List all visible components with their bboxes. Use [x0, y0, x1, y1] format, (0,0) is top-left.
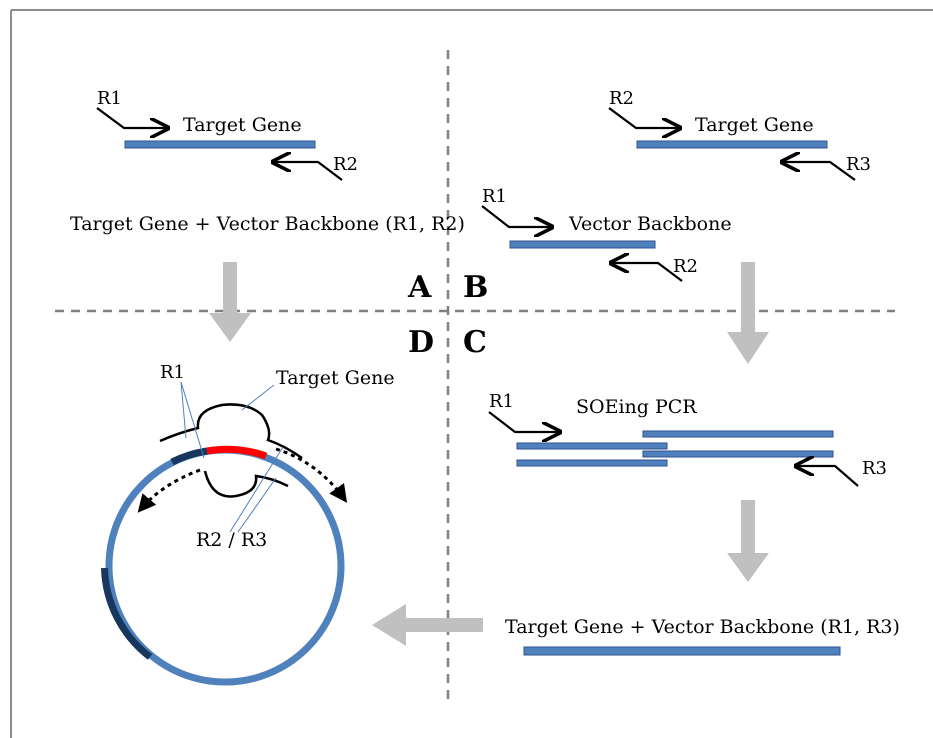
- panel-a-caption: Target Gene + Vector Backbone (R1, R2): [70, 213, 465, 235]
- forward-primer-arrow: [608, 107, 680, 128]
- target-gene-insert: [206, 445, 268, 460]
- primer-r3-label: R3: [846, 154, 871, 175]
- panel-a: R1 Target Gene R2 Target Gene + Vector B…: [70, 88, 465, 342]
- reverse-primer-arrow: [273, 162, 343, 181]
- leader-line: [241, 384, 275, 411]
- reverse-primer-arrow: [782, 162, 856, 181]
- reverse-primer-arrow: [796, 466, 859, 487]
- lower-primer-bulge: [203, 470, 289, 498]
- overlap-strand-4: [516, 459, 668, 467]
- primer-r1-label: R1: [160, 362, 185, 383]
- target-gene-strand: [636, 140, 828, 149]
- target-gene-strand: [124, 140, 316, 149]
- panel-d: R1 Target Gene R2 / R3: [101, 362, 395, 686]
- vector-backbone-strand: [509, 240, 656, 249]
- overlap-strand-1: [642, 430, 834, 438]
- quadrant-label-c: C: [463, 325, 487, 360]
- leader-line: [229, 446, 284, 533]
- forward-primer-arrow: [488, 411, 560, 432]
- panel-c: R1 SOEing PCR R3 Target Gene + Vector Ba…: [372, 391, 900, 656]
- soeing-pcr-label: SOEing PCR: [576, 396, 697, 418]
- vector-backbone-label: Vector Backbone: [568, 213, 732, 235]
- quadrant-label-a: A: [407, 270, 432, 305]
- primer-r2-label: R2: [673, 256, 698, 277]
- primer-r2-label: R2: [333, 154, 358, 175]
- plasmid-dark-segment: [101, 567, 153, 660]
- quadrant-label-b: B: [463, 270, 488, 305]
- primer-r1-label: R1: [482, 186, 507, 207]
- fused-product-strand: [523, 646, 841, 656]
- primer-r1-label: R1: [489, 391, 514, 412]
- leader-line: [180, 381, 187, 439]
- overlap-strand-3: [642, 450, 834, 458]
- leader-line: [237, 477, 277, 533]
- overlap-strand-2: [516, 442, 668, 450]
- leader-line: [180, 381, 205, 459]
- quadrant-label-d: D: [408, 325, 434, 360]
- primer-r3-label: R3: [862, 458, 887, 479]
- reverse-primer-arrow: [611, 263, 683, 282]
- primer-r1-label: R1: [97, 88, 122, 109]
- forward-primer-arrow: [481, 205, 552, 227]
- plasmid-circle: [105, 446, 345, 686]
- gray-arrow-left: [372, 604, 483, 646]
- gray-arrow-down-c: [727, 500, 769, 582]
- primer-r2-label: R2: [609, 88, 634, 109]
- target-gene-label: Target Gene: [183, 114, 302, 136]
- target-gene-label: Target Gene: [695, 114, 814, 136]
- panel-c-caption: Target Gene + Vector Backbone (R1, R3): [505, 616, 900, 638]
- extension-arrow-left: [137, 468, 201, 513]
- primer-binding-segment: [170, 447, 208, 466]
- gray-arrow-down-a: [209, 262, 251, 342]
- target-gene-label: Target Gene: [276, 367, 395, 389]
- panel-b: R2 Target Gene R3 R1 Vector Backbone R2: [481, 88, 871, 364]
- gray-arrow-down-b: [727, 262, 769, 364]
- extension-arrow-right: [275, 447, 348, 503]
- primer-r2-r3-label: R2 / R3: [196, 529, 267, 551]
- forward-primer-arrow: [96, 107, 168, 128]
